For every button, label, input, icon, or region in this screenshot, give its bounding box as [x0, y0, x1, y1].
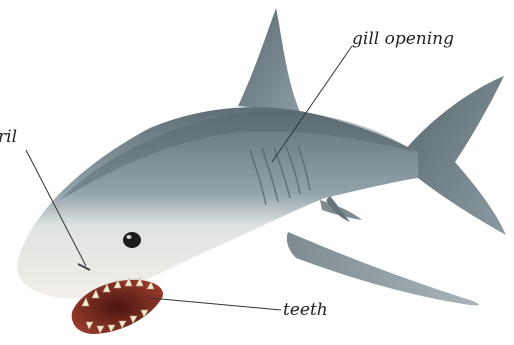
pectoral-fin — [287, 232, 479, 305]
teeth-leader-line — [150, 298, 281, 310]
gill-opening-label: gill opening — [352, 31, 454, 48]
dorsal-fin — [238, 8, 300, 112]
eye — [123, 232, 141, 248]
tail-fin — [405, 76, 506, 235]
rear-fin — [320, 200, 362, 220]
teeth-label: teeth — [283, 302, 328, 319]
nostril-label: ril — [0, 129, 17, 146]
